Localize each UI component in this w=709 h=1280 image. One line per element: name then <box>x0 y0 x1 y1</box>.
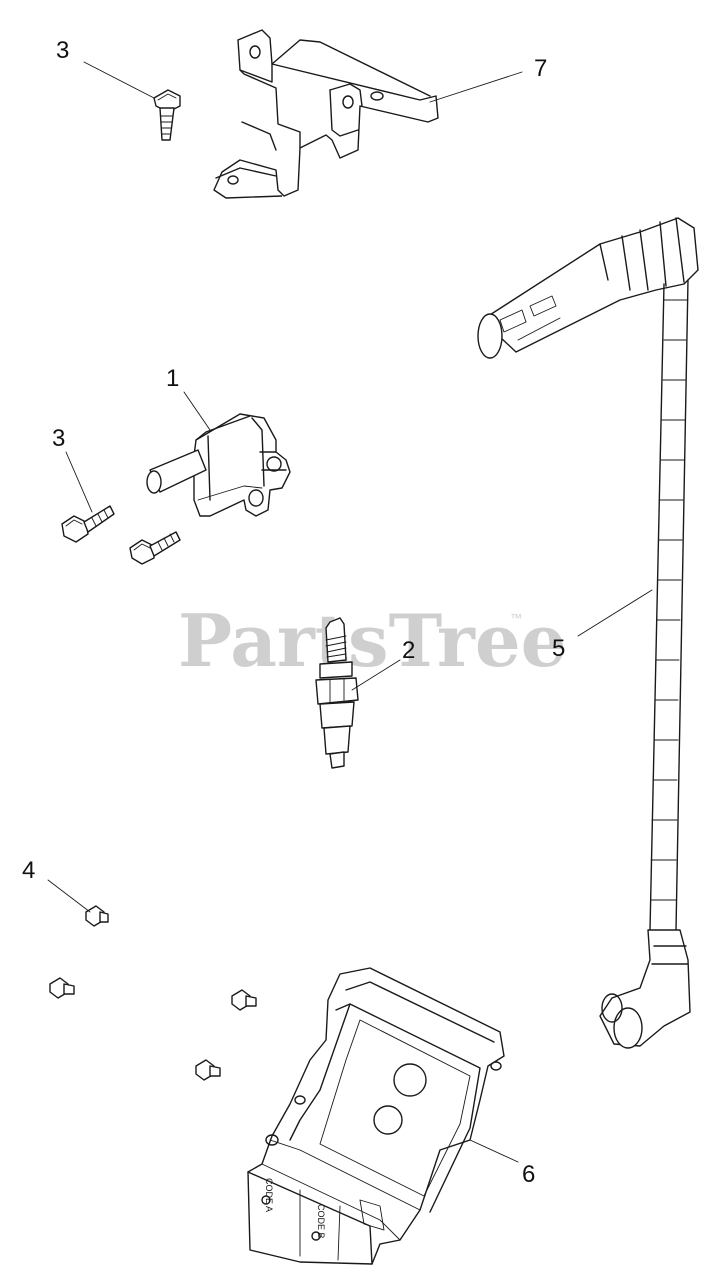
part-3-screw-top[interactable] <box>153 89 181 141</box>
leader-lines <box>47 61 653 1163</box>
leader-3-top <box>83 61 155 99</box>
leader-6 <box>469 1139 519 1163</box>
leader-7 <box>429 71 523 103</box>
part-4-screw-a[interactable] <box>85 905 109 927</box>
module-code-b-label: CODE B <box>316 1204 326 1239</box>
leader-2 <box>351 659 401 691</box>
part-7-bracket[interactable] <box>213 29 439 199</box>
module-code-a-label: CODE A <box>264 1178 274 1212</box>
leader-5 <box>577 589 653 637</box>
part-4-screw-d[interactable] <box>195 1059 221 1081</box>
callout-6: 6 <box>522 1161 535 1188</box>
watermark-trademark: ™ <box>510 611 522 625</box>
part-1-ignition-coil[interactable] <box>146 413 291 517</box>
watermark: PartsTree <box>178 598 566 683</box>
callout-7: 7 <box>534 55 547 82</box>
part-6-ignition-module[interactable]: CODE A CODE B <box>247 967 505 1265</box>
leader-3-middle <box>65 451 93 513</box>
callout-3-middle: 3 <box>52 425 65 452</box>
part-3-screw-right[interactable] <box>129 531 181 565</box>
callout-4: 4 <box>22 857 35 884</box>
callout-1: 1 <box>166 365 179 392</box>
part-5-spark-plug-lead[interactable] <box>477 217 699 1049</box>
leader-4 <box>47 879 91 913</box>
part-2-spark-plug[interactable] <box>315 617 359 769</box>
leader-1 <box>183 391 211 431</box>
callout-5: 5 <box>552 635 565 662</box>
part-4-screw-c[interactable] <box>231 989 257 1011</box>
callout-3-top: 3 <box>56 37 69 64</box>
part-4-screw-b[interactable] <box>49 977 75 999</box>
callout-2: 2 <box>402 637 415 664</box>
part-3-screw-left[interactable] <box>61 505 115 543</box>
